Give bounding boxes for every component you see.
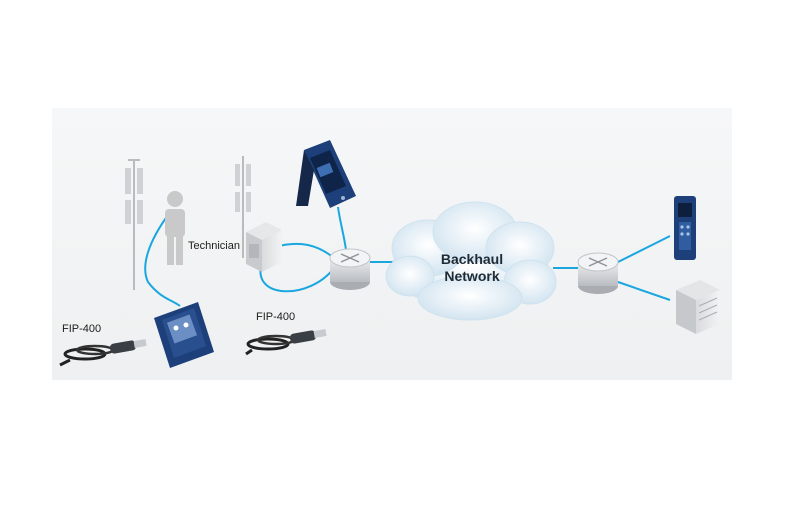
handheld-tester-icon xyxy=(296,140,356,208)
fiber-tower-to-tablet xyxy=(144,214,181,307)
cloud-title-line1: Backhaul xyxy=(440,251,504,267)
tablet-tester-icon xyxy=(154,302,214,368)
fiber-router-to-device xyxy=(617,235,671,263)
fiber-probe-middle-icon xyxy=(245,329,327,356)
cell-tower-middle-icon xyxy=(235,156,251,258)
equipment-cabinet-icon xyxy=(246,222,282,272)
test-device-right-icon xyxy=(674,196,696,260)
router-right-icon xyxy=(577,252,619,294)
technician-icon xyxy=(165,191,185,265)
backhaul-cloud-icon xyxy=(385,201,557,321)
fiber-router-to-server xyxy=(617,281,671,301)
fiber-handheld-to-router xyxy=(337,206,347,251)
cloud-title: Backhaul Network xyxy=(430,251,514,285)
probe-left-label: FIP-400 xyxy=(62,323,102,335)
server-box-icon xyxy=(676,280,720,334)
cloud-title-line2: Network xyxy=(444,268,500,284)
cell-tower-left-icon xyxy=(125,159,143,290)
fiber-probe-left-icon xyxy=(59,339,147,367)
technician-label: Technician xyxy=(188,240,240,252)
probe-middle-label: FIP-400 xyxy=(256,311,296,323)
router-left-icon xyxy=(329,248,371,290)
